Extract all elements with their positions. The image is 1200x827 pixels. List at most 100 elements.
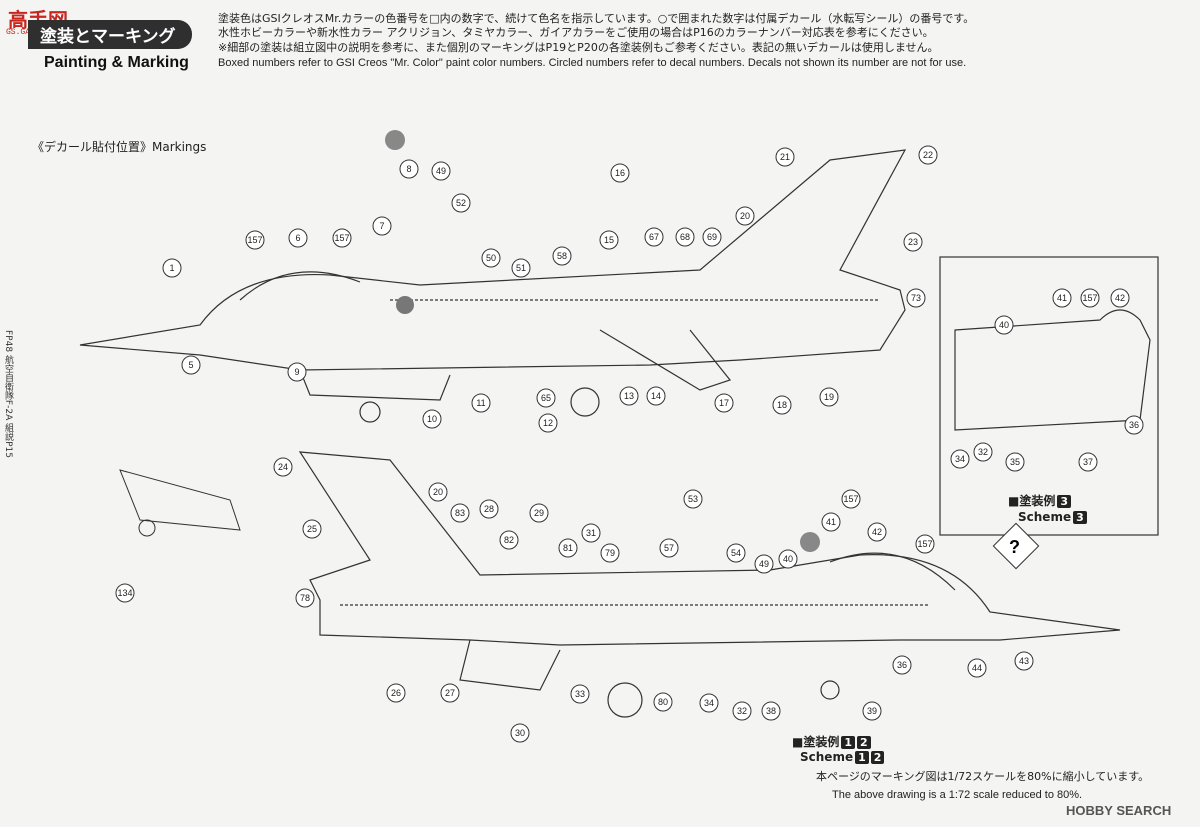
svg-text:79: 79	[605, 548, 615, 558]
svg-text:49: 49	[436, 166, 446, 176]
callout-top-1: 157	[245, 230, 265, 250]
callout-bottom-30: 44	[967, 658, 987, 678]
callout-top-8: 16	[610, 163, 630, 183]
markings-heading: 《デカール貼付位置》Markings	[32, 140, 207, 154]
page-title-jp: 塗装とマーキング	[28, 20, 192, 49]
svg-text:24: 24	[278, 462, 288, 472]
callout-top-30: 18	[772, 395, 792, 415]
callout-bottom-13: 81	[558, 538, 578, 558]
svg-text:?: ?	[1009, 537, 1020, 557]
svg-text:1: 1	[169, 263, 174, 273]
callout-top-19: 20	[735, 206, 755, 226]
svg-text:49: 49	[759, 559, 769, 569]
callout-top-12: 50	[481, 248, 501, 268]
callout-bottom-17: 49	[754, 554, 774, 574]
callout-bottom-15: 57	[659, 538, 679, 558]
callout-bottom-21: 26	[386, 683, 406, 703]
callout-bottom-5: 29	[529, 503, 549, 523]
callout-bottom-28: 39	[862, 701, 882, 721]
svg-text:34: 34	[955, 454, 965, 464]
inset-outline	[939, 256, 1159, 536]
svg-text:18: 18	[777, 400, 787, 410]
callout-bottom-24: 80	[653, 692, 673, 712]
svg-text:157: 157	[334, 233, 349, 243]
svg-text:50: 50	[486, 253, 496, 263]
callout-bottom-14: 79	[600, 543, 620, 563]
callout-bottom-31: 43	[1014, 651, 1034, 671]
callout-top-10: 22	[918, 145, 938, 165]
svg-text:157: 157	[1082, 293, 1097, 303]
hinomaru-decal-top	[385, 130, 405, 150]
callout-bottom-11: 25	[302, 519, 322, 539]
svg-text:31: 31	[586, 528, 596, 538]
callout-inset-7: 35	[1005, 452, 1025, 472]
callout-bottom-25: 34	[699, 693, 719, 713]
callout-inset-4: 42	[1110, 288, 1130, 308]
svg-text:26: 26	[391, 688, 401, 698]
svg-text:22: 22	[923, 150, 933, 160]
svg-text:67: 67	[649, 232, 659, 242]
svg-text:65: 65	[541, 393, 551, 403]
svg-text:20: 20	[433, 487, 443, 497]
svg-text:34: 34	[704, 698, 714, 708]
top-aircraft-outline	[79, 149, 907, 423]
svg-text:42: 42	[872, 527, 882, 537]
callout-bottom-29: 36	[892, 655, 912, 675]
svg-text:28: 28	[484, 504, 494, 514]
callout-top-4: 7	[372, 216, 392, 236]
callout-top-18: 69	[702, 227, 722, 247]
svg-text:157: 157	[843, 494, 858, 504]
hinomaru-decal-bottom	[800, 532, 820, 552]
svg-text:57: 57	[664, 543, 674, 553]
svg-text:73: 73	[911, 293, 921, 303]
callout-top-5: 8	[399, 159, 419, 179]
svg-text:36: 36	[1129, 420, 1139, 430]
callout-top-3: 157	[332, 228, 352, 248]
svg-text:39: 39	[867, 706, 877, 716]
callout-bottom-16: 54	[726, 543, 746, 563]
svg-text:33: 33	[575, 689, 585, 699]
callout-bottom-20: 78	[295, 588, 315, 608]
svg-text:81: 81	[563, 543, 573, 553]
svg-text:13: 13	[624, 391, 634, 401]
page-title-en: Painting & Marking	[44, 54, 189, 71]
svg-text:42: 42	[1115, 293, 1125, 303]
callout-inset-9: 36	[1124, 415, 1144, 435]
callout-inset-1: 40	[994, 315, 1014, 335]
callout-top-6: 49	[431, 161, 451, 181]
svg-text:41: 41	[826, 517, 836, 527]
callout-bottom-8: 157	[841, 489, 861, 509]
svg-text:69: 69	[707, 232, 717, 242]
svg-text:17: 17	[719, 398, 729, 408]
callout-bottom-23: 33	[570, 684, 590, 704]
svg-text:16: 16	[615, 168, 625, 178]
callout-bottom-19: 157	[915, 534, 935, 554]
svg-text:54: 54	[731, 548, 741, 558]
callout-top-21: 73	[906, 288, 926, 308]
svg-text:40: 40	[999, 320, 1009, 330]
instruction-en: Boxed numbers refer to GSI Creos "Mr. Co…	[218, 57, 967, 69]
svg-text:134: 134	[117, 588, 132, 598]
svg-text:41: 41	[1057, 293, 1067, 303]
svg-text:21: 21	[780, 152, 790, 162]
svg-text:32: 32	[737, 706, 747, 716]
callout-top-27: 13	[619, 386, 639, 406]
svg-text:157: 157	[917, 539, 932, 549]
svg-text:30: 30	[515, 728, 525, 738]
svg-text:44: 44	[972, 663, 982, 673]
svg-text:14: 14	[651, 391, 661, 401]
svg-text:83: 83	[455, 508, 465, 518]
callout-inset-3: 157	[1080, 288, 1100, 308]
callout-top-20: 23	[903, 232, 923, 252]
svg-text:25: 25	[307, 524, 317, 534]
callout-bottom-1: 24	[273, 457, 293, 477]
svg-text:82: 82	[504, 535, 514, 545]
callout-top-7: 52	[451, 193, 471, 213]
callout-top-25: 65	[536, 388, 556, 408]
callout-bottom-32: 30	[510, 723, 530, 743]
svg-text:10: 10	[427, 414, 437, 424]
svg-text:29: 29	[534, 508, 544, 518]
svg-text:37: 37	[1083, 457, 1093, 467]
